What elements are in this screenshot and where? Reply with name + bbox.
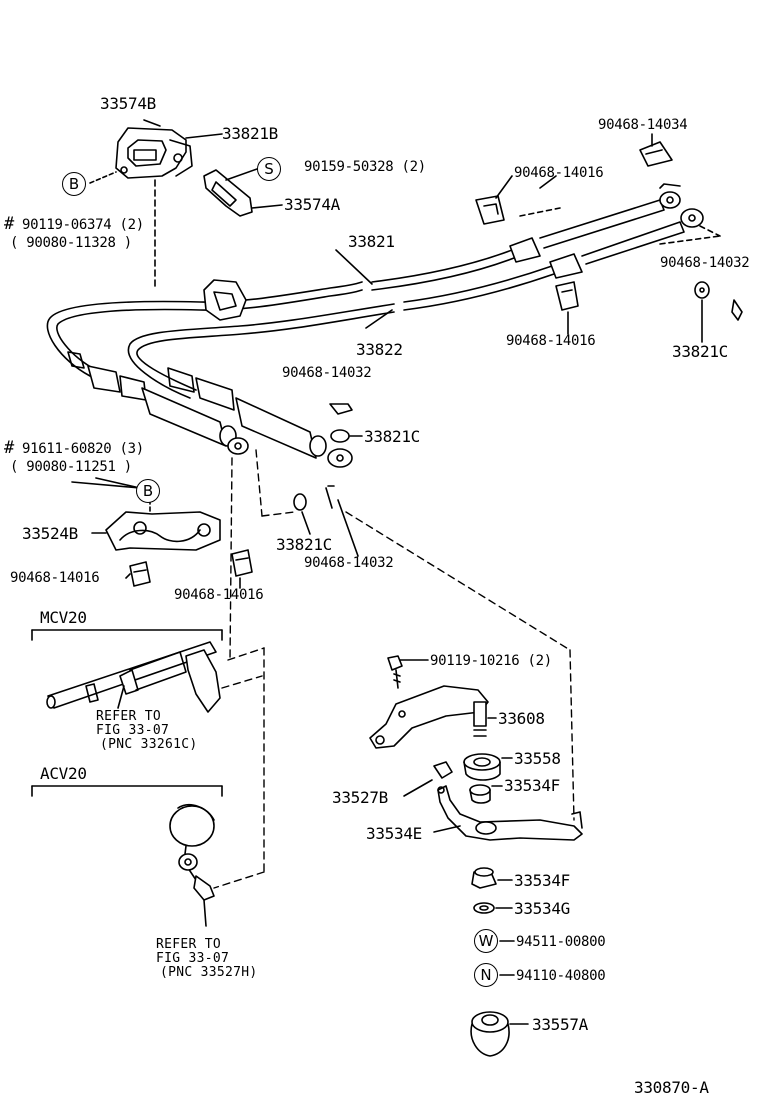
lever-33534e	[437, 785, 583, 841]
cable-end-right-b	[549, 208, 704, 279]
pin-90468-14032-right	[731, 299, 743, 321]
bracket-33524b	[105, 511, 221, 551]
clip-90468-14016-top	[475, 195, 505, 225]
callout-33821c-mid: 33821C	[364, 427, 420, 446]
hash-mark-1: #	[4, 214, 14, 234]
callout-90468-14016-left: 90468-14016	[10, 570, 100, 586]
marker-s: S	[257, 157, 281, 181]
cable-end-left-a	[67, 351, 249, 455]
bracket-33574b	[115, 127, 193, 179]
callout-90468-14032-mid: 90468-14032	[282, 365, 372, 381]
callout-90159-50328: 90159-50328 (2)	[304, 159, 426, 175]
washer-33534g	[473, 902, 495, 914]
shift-lever-acv20	[169, 804, 215, 927]
washer-33821c-right	[694, 281, 710, 299]
callout-33822: 33822	[356, 340, 403, 359]
clip-90468-14016-mid	[555, 281, 579, 311]
section-title-mcv20: MCV20	[40, 608, 87, 627]
callout-33558: 33558	[514, 749, 561, 768]
callout-33608: 33608	[498, 709, 545, 728]
callout-90468-14032-low: 90468-14032	[304, 555, 394, 571]
washer-33821c-mid	[330, 429, 350, 443]
bushing-33534f-a	[469, 784, 491, 804]
bushing-33534f-b	[471, 867, 497, 889]
note-mcv20-line1: REFER TO	[96, 709, 162, 724]
note-acv20-line2: FIG 33-07	[156, 951, 230, 966]
callout-33821b: 33821B	[222, 124, 278, 143]
callout-94511-00800: 94511-00800	[516, 934, 606, 950]
collar-33527b	[433, 761, 453, 779]
callout-33557a: 33557A	[532, 1015, 588, 1034]
note-mcv20-line2: FIG 33-07	[96, 723, 170, 738]
marker-n: N	[474, 963, 498, 987]
callout-90119-06374: 90119-06374 (2)	[22, 217, 144, 233]
stud-33608	[473, 701, 487, 737]
note-acv20-line3: (PNC 33527H)	[160, 965, 258, 980]
callout-33821c-low: 33821C	[276, 535, 332, 554]
bushing-33558	[463, 753, 501, 781]
callout-33534e: 33534E	[366, 824, 422, 843]
marker-w: W	[474, 929, 498, 953]
callout-90080-11251: ( 90080-11251 )	[10, 459, 132, 475]
clip-33574a	[203, 169, 253, 217]
cable-clamp	[203, 279, 247, 321]
dashed-leaders	[213, 449, 575, 889]
callout-33534f-a: 33534F	[504, 776, 560, 795]
figure-id: 330870-A	[634, 1078, 709, 1097]
bushing-33557a	[470, 1011, 510, 1057]
callout-33527b: 33527B	[332, 788, 388, 807]
callout-33821c-right: 33821C	[672, 342, 728, 361]
callout-33534g: 33534G	[514, 899, 570, 918]
section-title-acv20: ACV20	[40, 764, 87, 783]
shift-shaft-mcv20	[46, 641, 221, 713]
pin-90468-14032-low	[325, 485, 335, 509]
callout-90468-14016-top: 90468-14016	[514, 165, 604, 181]
callout-33574b: 33574B	[100, 94, 156, 113]
callout-91611-60820: 91611-60820 (3)	[22, 441, 144, 457]
callout-90468-14016-center: 90468-14016	[174, 587, 264, 603]
hash-mark-2: #	[4, 438, 14, 458]
clip-90468-14034	[639, 141, 673, 167]
marker-b-mid: B	[136, 479, 160, 503]
marker-b-top: B	[62, 172, 86, 196]
note-mcv20-line3: (PNC 33261C)	[100, 737, 198, 752]
washer-33821c-low	[293, 493, 307, 511]
callout-94110-40800: 94110-40800	[516, 968, 606, 984]
cable-end-right-a	[509, 183, 681, 263]
clip-90468-14016-left	[129, 561, 151, 587]
callout-90468-14016-mid: 90468-14016	[506, 333, 596, 349]
pin-90468-14032-mid	[329, 403, 353, 415]
lever-plate-33608	[369, 685, 489, 749]
callout-90119-10216: 90119-10216 (2)	[430, 653, 552, 669]
callout-90468-14034: 90468-14034	[598, 117, 688, 133]
callout-90080-11328: ( 90080-11328 )	[10, 235, 132, 251]
callout-90468-14032-right: 90468-14032	[660, 255, 750, 271]
cable-end-left-b	[167, 367, 353, 468]
callout-33534f-b: 33534F	[514, 871, 570, 890]
clip-90468-14016-center	[231, 549, 253, 577]
callout-33821: 33821	[348, 232, 395, 251]
callout-33524b: 33524B	[22, 524, 78, 543]
note-acv20-line1: REFER TO	[156, 937, 222, 952]
control-cables	[46, 249, 555, 399]
bolt-90119-10216	[387, 655, 403, 689]
callout-33574a: 33574A	[284, 195, 340, 214]
